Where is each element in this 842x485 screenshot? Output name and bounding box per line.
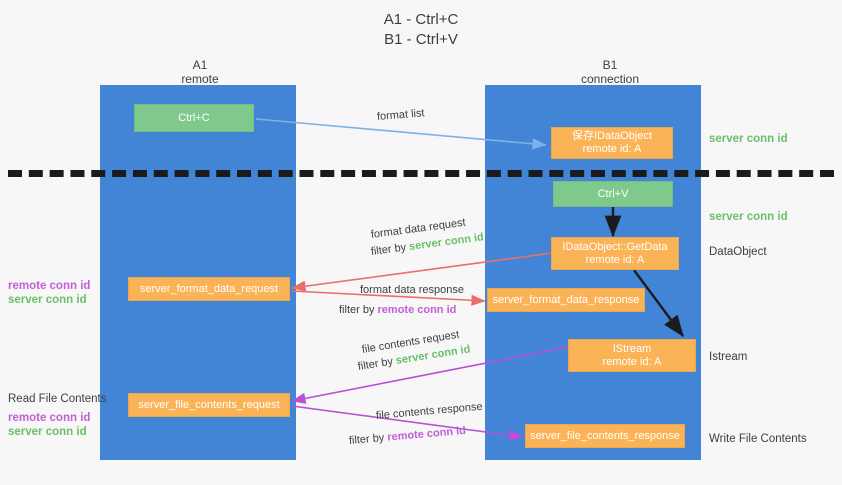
box-idataobject-getdata[interactable]: IDataObject::GetData remote id: A	[551, 237, 679, 270]
right-label-server-conn-id-2: server conn id	[709, 211, 788, 223]
edge-label-file-contents-response-text: file contents response	[375, 400, 484, 422]
title-line-2: B1 - Ctrl+V	[384, 31, 458, 48]
box-server-format-data-response-label: server_format_data_response	[492, 293, 640, 306]
edge-label-fcres-filter-prefix: filter by	[348, 431, 388, 447]
box-istream-line1: IStream	[612, 342, 652, 355]
left-label-server-conn-id-2: server conn id	[8, 426, 87, 438]
column-header-a1-sub: remote	[181, 72, 219, 86]
box-server-format-data-request[interactable]: server_format_data_request	[128, 277, 290, 301]
box-getdata-line1: IDataObject::GetData	[562, 240, 668, 253]
box-idataobject-top-line2: remote id: A	[582, 143, 642, 155]
column-header-b1: B1 connection	[530, 58, 690, 86]
box-server-format-data-response[interactable]: server_format_data_response	[487, 288, 645, 312]
left-label-read-file-contents: Read File Contents	[8, 393, 107, 405]
right-label-write-file-contents: Write File Contents	[709, 433, 807, 445]
edge-label-format-data-response: format data response	[360, 283, 464, 298]
title-line-1: A1 - Ctrl+C	[383, 11, 459, 28]
box-ctrl-c[interactable]: Ctrl+C	[134, 104, 254, 132]
box-ctrl-v-label: Ctrl+V	[597, 187, 629, 200]
box-idataobject-top[interactable]: 保存IDataObject remote id: A	[551, 127, 673, 159]
edge-label-fdres-filter-prefix: filter by	[339, 304, 378, 316]
page-title: A1 - Ctrl+C B1 - Ctrl+V	[0, 10, 842, 50]
column-header-a1-name: A1	[192, 58, 208, 72]
right-label-dataobject: DataObject	[709, 246, 767, 258]
left-label-remote-conn-id-2: remote conn id	[8, 412, 91, 424]
box-ctrl-v[interactable]: Ctrl+V	[553, 181, 673, 207]
left-label-server-conn-id-1: server conn id	[8, 294, 87, 306]
column-header-b1-sub: connection	[580, 72, 640, 86]
column-header-b1-name: B1	[602, 58, 618, 72]
box-server-file-contents-request-label: server_file_contents_request	[138, 398, 280, 411]
box-server-file-contents-request[interactable]: server_file_contents_request	[128, 393, 290, 417]
edge-label-format-list: format list	[376, 106, 425, 125]
box-server-file-contents-response-label: server_file_contents_response	[530, 429, 680, 442]
left-label-remote-conn-id-1: remote conn id	[8, 280, 91, 292]
edge-label-file-contents-response-filter: filter by remote conn id	[348, 424, 466, 449]
column-header-a1: A1 remote	[130, 58, 270, 86]
phase-divider	[8, 170, 834, 177]
box-istream-line2: remote id: A	[602, 355, 662, 368]
edge-label-format-data-response-text: format data response	[360, 284, 464, 296]
edge-label-format-data-response-filter: filter by remote conn id	[339, 303, 456, 318]
edge-label-fdreq-filter-prefix: filter by	[370, 241, 410, 258]
edge-label-format-list-text: format list	[376, 107, 425, 123]
edge-label-fcres-filter-value: remote conn id	[386, 424, 467, 444]
edge-label-fdres-filter-value: remote conn id	[377, 304, 457, 316]
box-getdata-line2: remote id: A	[585, 253, 645, 266]
box-server-file-contents-response[interactable]: server_file_contents_response	[525, 424, 685, 448]
left-label-conn-pair-1: remote conn id server conn id	[8, 279, 90, 307]
box-ctrl-c-label: Ctrl+C	[178, 111, 210, 124]
left-label-conn-pair-2: remote conn id server conn id	[8, 411, 90, 439]
edge-label-file-contents-response: file contents response	[375, 400, 483, 424]
right-label-server-conn-id-1: server conn id	[709, 133, 788, 145]
box-istream[interactable]: IStream remote id: A	[568, 339, 696, 372]
box-idataobject-top-line1: 保存IDataObject	[571, 130, 653, 142]
right-label-istream: Istream	[709, 351, 748, 363]
box-server-format-data-request-label: server_format_data_request	[139, 282, 279, 295]
